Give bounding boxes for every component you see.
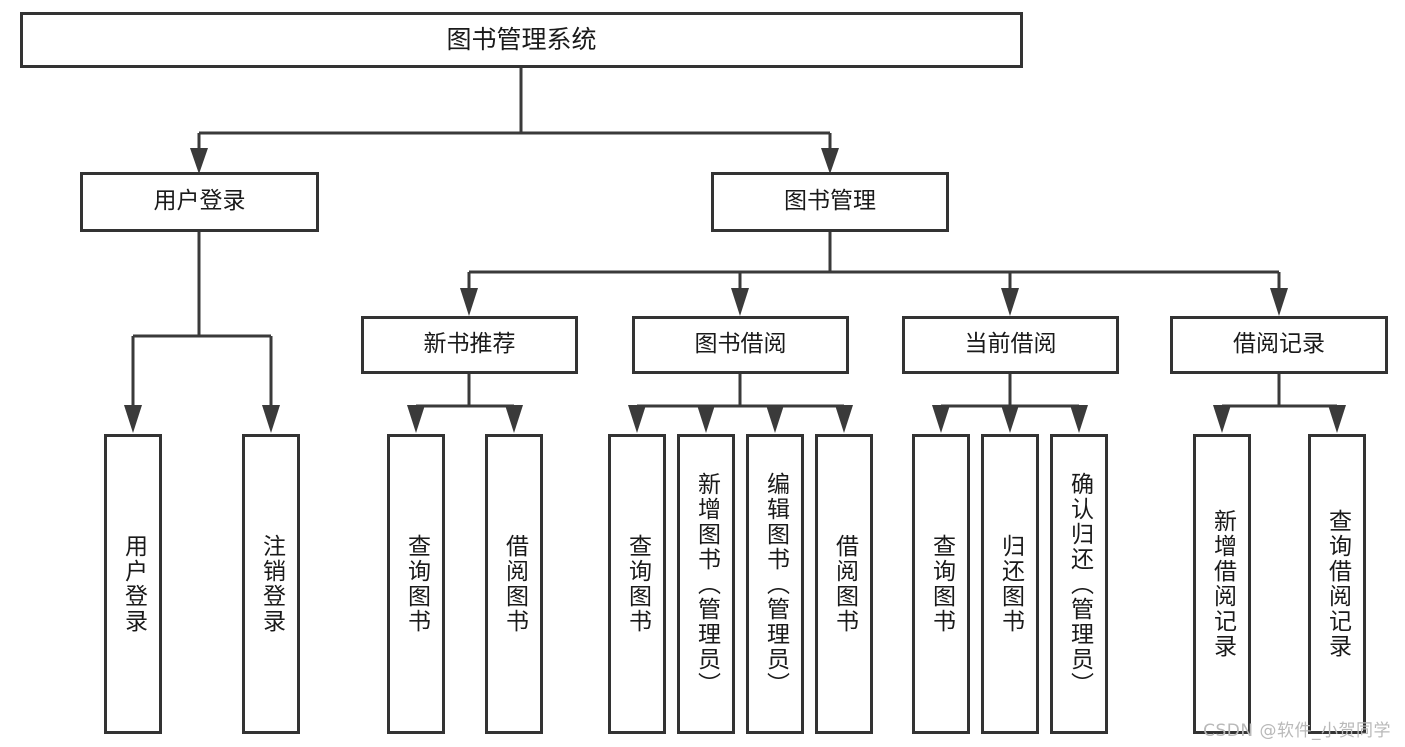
node-current-borrow-label: 当前借阅 [964, 331, 1057, 358]
node-leaf-query-book-3-label: 查询图书 [928, 534, 955, 634]
node-book-borrow[interactable]: 图书借阅 [632, 316, 849, 374]
node-leaf-add-book-label: 新增图书（管理员） [693, 471, 720, 697]
node-borrow-record[interactable]: 借阅记录 [1170, 316, 1388, 374]
node-leaf-query-record[interactable]: 查询借阅记录 [1308, 434, 1366, 734]
node-leaf-user-logout-label: 注销登录 [258, 534, 285, 634]
node-leaf-edit-book[interactable]: 编辑图书（管理员） [746, 434, 804, 734]
node-current-borrow[interactable]: 当前借阅 [902, 316, 1119, 374]
node-leaf-query-book-2[interactable]: 查询图书 [608, 434, 666, 734]
node-book-manage[interactable]: 图书管理 [711, 172, 949, 232]
node-leaf-return-book-label: 归还图书 [997, 534, 1024, 634]
node-book-borrow-label: 图书借阅 [694, 331, 787, 358]
node-book-manage-label: 图书管理 [784, 188, 876, 215]
node-leaf-query-record-label: 查询借阅记录 [1324, 509, 1351, 659]
node-new-book-recommend[interactable]: 新书推荐 [361, 316, 578, 374]
node-leaf-borrow-book-1-label: 借阅图书 [501, 534, 528, 634]
node-leaf-borrow-book-2-label: 借阅图书 [831, 534, 858, 634]
node-leaf-query-book-1-label: 查询图书 [403, 534, 430, 634]
node-leaf-borrow-book-1[interactable]: 借阅图书 [485, 434, 543, 734]
node-user-login-label: 用户登录 [153, 188, 246, 215]
node-leaf-edit-book-label: 编辑图书（管理员） [762, 471, 789, 697]
node-leaf-query-book-1[interactable]: 查询图书 [387, 434, 445, 734]
node-leaf-query-book-3[interactable]: 查询图书 [912, 434, 970, 734]
node-leaf-add-book[interactable]: 新增图书（管理员） [677, 434, 735, 734]
node-leaf-confirm-return-label: 确认归还（管理员） [1066, 471, 1093, 697]
node-leaf-user-login[interactable]: 用户登录 [104, 434, 162, 734]
watermark: CSDN @软件_小贺同学 [1203, 721, 1391, 741]
node-root[interactable]: 图书管理系统 [20, 12, 1023, 68]
node-leaf-user-login-label: 用户登录 [120, 534, 147, 634]
node-user-login[interactable]: 用户登录 [80, 172, 319, 232]
node-leaf-add-record-label: 新增借阅记录 [1209, 509, 1236, 659]
node-leaf-confirm-return[interactable]: 确认归还（管理员） [1050, 434, 1108, 734]
node-root-label: 图书管理系统 [446, 25, 597, 54]
node-borrow-record-label: 借阅记录 [1233, 331, 1325, 358]
node-leaf-return-book[interactable]: 归还图书 [981, 434, 1039, 734]
node-leaf-user-logout[interactable]: 注销登录 [242, 434, 300, 734]
node-leaf-add-record[interactable]: 新增借阅记录 [1193, 434, 1251, 734]
node-new-book-recommend-label: 新书推荐 [423, 331, 516, 358]
node-leaf-query-book-2-label: 查询图书 [624, 534, 651, 634]
node-leaf-borrow-book-2[interactable]: 借阅图书 [815, 434, 873, 734]
